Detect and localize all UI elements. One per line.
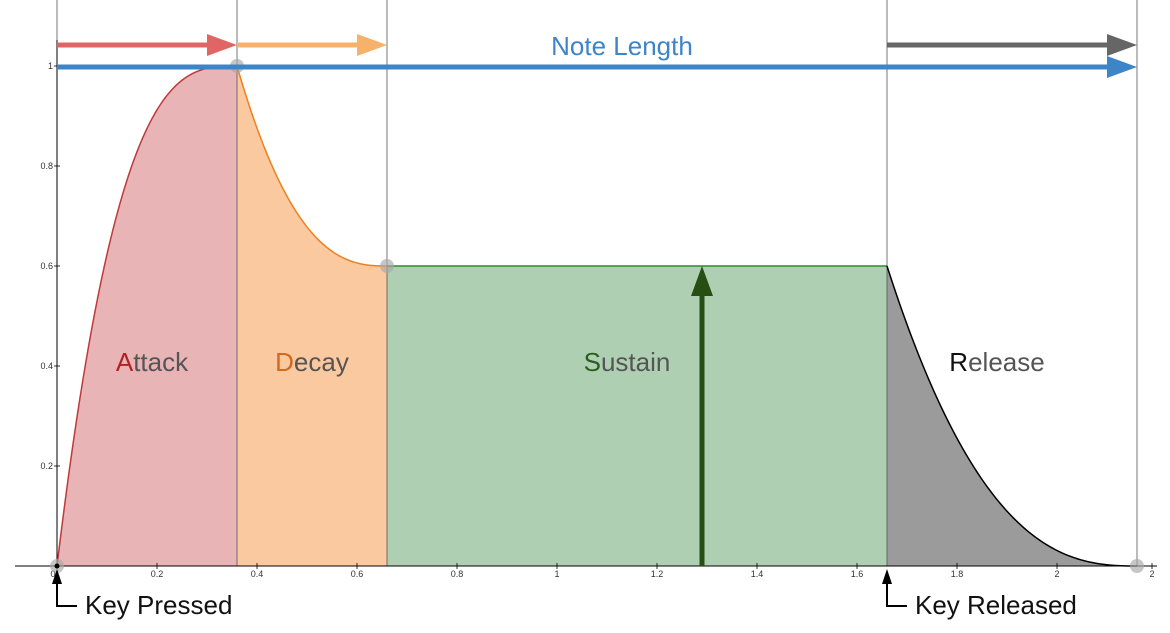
key-released-marker-label: Key Released: [915, 590, 1077, 620]
y-tick-label: 0.6: [40, 261, 53, 271]
key-pressed-marker-elbow-line: [56, 582, 77, 607]
sustain-arrow-head: [691, 266, 713, 296]
phase-label-0: Attack: [116, 347, 189, 377]
key-pressed-marker-arrow-head: [52, 569, 62, 584]
key-released-marker: Key Released: [882, 569, 1077, 620]
y-tick-label: 0.8: [40, 161, 53, 171]
y-tick-label: 1: [48, 61, 53, 71]
key-pressed-marker-label: Key Pressed: [85, 590, 232, 620]
phase-curve-1: [236, 65, 387, 267]
phase-areas: [57, 66, 1137, 566]
note-length-label: Note Length: [551, 31, 693, 61]
phase-label-initial: A: [116, 347, 134, 377]
phase-label-rest: ecay: [294, 347, 349, 377]
phase-label-rest: ustain: [601, 347, 670, 377]
phase-area-2: [387, 266, 887, 566]
sustain-arrow: [691, 266, 713, 566]
phase-area-3: [887, 266, 1137, 566]
note-length: Note Length: [57, 31, 1137, 78]
key-released-marker-arrow-head: [882, 569, 892, 584]
x-tick-label: 1.4: [751, 569, 764, 579]
x-tick-label: 1: [554, 569, 559, 579]
x-tick-label: 0.8: [451, 569, 464, 579]
x-tick-label: 0.2: [151, 569, 164, 579]
phase-arrow-2-head: [1107, 34, 1137, 56]
phase-arrow-1: [237, 34, 387, 56]
phase-labels: Attack Decay Sustain Release: [116, 347, 1045, 377]
phase-arrow-1-head: [357, 34, 387, 56]
key-point-3: [1130, 559, 1144, 573]
key-markers: Key Pressed Key Released: [52, 569, 1077, 620]
x-tick-label: 0: [50, 569, 55, 579]
x-tick-label: 2: [1054, 569, 1059, 579]
phase-area-0: [57, 66, 237, 566]
key-pressed-marker: Key Pressed: [52, 569, 232, 620]
x-tick-label: 0.6: [351, 569, 364, 579]
x-tick-label: 1.6: [851, 569, 864, 579]
key-point-2: [380, 259, 394, 273]
x-tick-label: 1.2: [651, 569, 664, 579]
ticks: 0 0.2 0.4 0.6 0.8 1 1.2 1.4 1.6 1.8 2 2 0.2 0.4 0.6 0.8…: [40, 61, 1154, 579]
phase-label-3: Release: [949, 347, 1044, 377]
phase-label-initial: R: [949, 347, 968, 377]
note-length-arrow: [57, 56, 1137, 78]
phase-label-initial: D: [275, 347, 294, 377]
phase-label-rest: ttack: [133, 347, 189, 377]
phase-arrow-0: [57, 34, 237, 56]
phase-area-1: [237, 66, 387, 566]
note-length-arrow-head: [1107, 56, 1137, 78]
y-tick-label: 0.4: [40, 361, 53, 371]
phase-label-initial: S: [584, 347, 601, 377]
phase-curve-3: [886, 265, 1137, 567]
x-tick-label: 1.8: [951, 569, 964, 579]
phase-arrow-2: [887, 34, 1137, 56]
phase-label-1: Decay: [275, 347, 349, 377]
phase-label-rest: elease: [968, 347, 1045, 377]
y-tick-label: 0.2: [40, 461, 53, 471]
phase-label-2: Sustain: [584, 347, 671, 377]
key-released-marker-elbow-line: [886, 582, 907, 607]
x-tick-label: 0.4: [251, 569, 264, 579]
axes: [15, 40, 1157, 567]
phase-arrows: [57, 34, 1137, 56]
phase-arrow-0-head: [207, 34, 237, 56]
origin-dot: [54, 563, 60, 569]
x-tick-label: 2: [1149, 569, 1154, 579]
